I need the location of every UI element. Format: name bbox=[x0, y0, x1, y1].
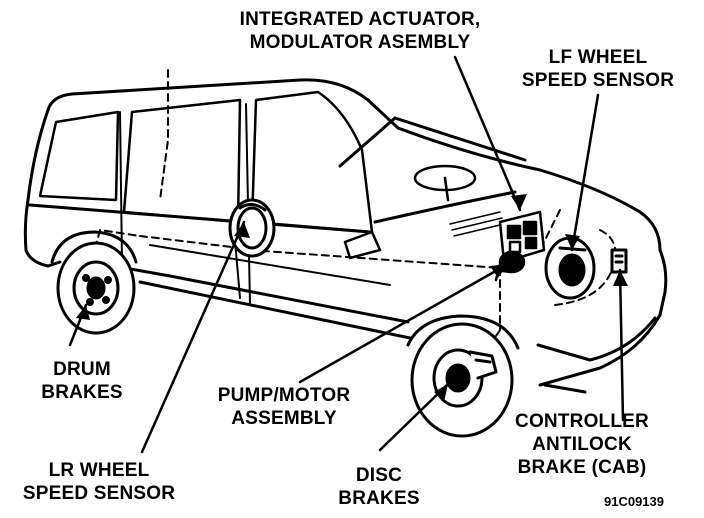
label-controller-antilock-brake-line2: ANTILOCK bbox=[532, 434, 632, 455]
label-disc-brakes-line2: BRAKES bbox=[338, 488, 420, 509]
front-wheel bbox=[406, 314, 520, 438]
label-controller-antilock-brake-line1: CONTROLLER bbox=[515, 411, 649, 432]
leader-arrowheads bbox=[76, 194, 628, 402]
label-integrated-actuator: INTEGRATED ACTUATOR, MODULATOR ASEMBLY bbox=[214, 8, 506, 54]
label-lr-wheel-speed-sensor-line2: SPEED SENSOR bbox=[22, 483, 176, 504]
label-controller-antilock-brake-line3: BRAKE (CAB) bbox=[517, 457, 647, 478]
lr-speed-sensor-tone-ring bbox=[228, 198, 276, 258]
rear-wheel bbox=[50, 230, 138, 335]
leader-lines bbox=[68, 55, 625, 454]
label-pump-motor-assembly-line1: PUMP/MOTOR bbox=[217, 385, 351, 406]
label-lf-wheel-speed-sensor-line2: SPEED SENSOR bbox=[521, 70, 675, 91]
figure-id: 91C09139 bbox=[604, 494, 664, 509]
label-drum-brakes: DRUM BRAKES bbox=[30, 358, 134, 404]
label-pump-motor-assembly-line2: ASSEMBLY bbox=[231, 408, 337, 429]
label-drum-brakes-line2: BRAKES bbox=[41, 382, 123, 403]
modulator-assembly bbox=[494, 210, 546, 274]
label-controller-antilock-brake: CONTROLLER ANTILOCK BRAKE (CAB) bbox=[492, 410, 672, 479]
dash-grille bbox=[449, 211, 505, 237]
label-integrated-actuator-line2: MODULATOR ASEMBLY bbox=[249, 32, 471, 53]
label-lf-wheel-speed-sensor-line1: LF WHEEL bbox=[548, 47, 648, 68]
label-lf-wheel-speed-sensor: LF WHEEL SPEED SENSOR bbox=[516, 46, 680, 92]
label-disc-brakes-line1: DISC bbox=[355, 465, 403, 486]
steering-wheel bbox=[413, 164, 477, 202]
side-mirror bbox=[343, 230, 382, 260]
label-lr-wheel-speed-sensor-line1: LR WHEEL bbox=[48, 460, 150, 481]
lf-speed-sensor-hub bbox=[544, 236, 596, 300]
label-disc-brakes: DISC BRAKES bbox=[326, 464, 432, 510]
label-pump-motor-assembly: PUMP/MOTOR ASSEMBLY bbox=[196, 384, 372, 430]
label-drum-brakes-line1: DRUM bbox=[53, 359, 111, 380]
label-integrated-actuator-line1: INTEGRATED ACTUATOR, bbox=[239, 9, 481, 30]
cab-module bbox=[610, 248, 628, 274]
label-lr-wheel-speed-sensor: LR WHEEL SPEED SENSOR bbox=[6, 459, 192, 505]
